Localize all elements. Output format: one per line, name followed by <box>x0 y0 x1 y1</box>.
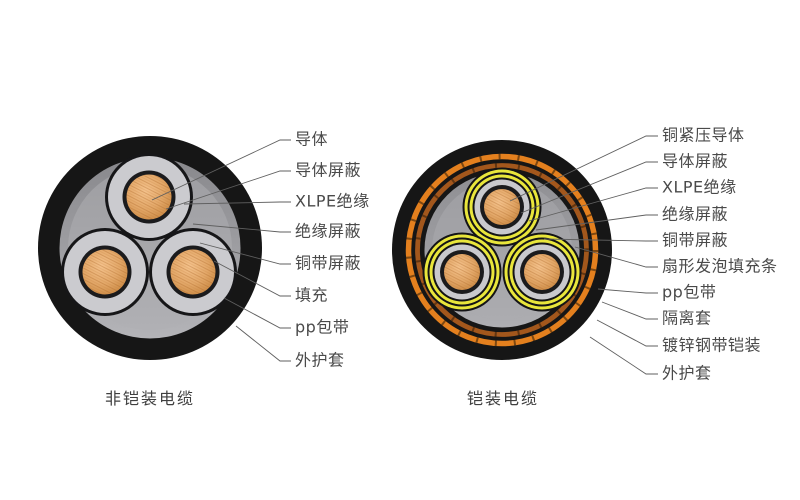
armored-label-conductor-shield: 导体屏蔽 <box>662 152 728 171</box>
leader-line <box>183 201 291 205</box>
armored-leader-lines <box>509 135 658 375</box>
copper-texture <box>444 254 480 290</box>
leader-line <box>589 336 658 375</box>
leader-line <box>223 297 291 329</box>
unarmored-label-pp-tape: pp包带 <box>295 318 349 337</box>
armored-core-bottom-left <box>422 232 502 312</box>
leader-line <box>528 187 658 222</box>
armored-label-sector-foam-filler-strip: 扇形发泡填充条 <box>662 257 778 276</box>
leader-line <box>520 161 658 214</box>
armored-label-galvanized-steel-tape-armor: 镀锌钢带铠装 <box>662 336 761 355</box>
leader-line <box>192 223 291 233</box>
unarmored-label-filler: 填充 <box>295 286 328 305</box>
armored-core-bottom-right <box>502 232 582 312</box>
copper-texture <box>126 174 172 220</box>
leader-line <box>509 135 658 202</box>
armored-label-separation-sleeve: 隔离套 <box>662 309 712 328</box>
armored-label-xlpe-insulation: XLPE绝缘 <box>662 178 737 197</box>
armored-label-pp-tape: pp包带 <box>662 283 716 302</box>
leader-line <box>199 242 291 265</box>
unarmored-cable-caption: 非铠装电缆 <box>105 389 195 408</box>
unarmored-label-copper-tape-shield: 铜带屏蔽 <box>295 254 361 273</box>
copper-texture <box>524 254 560 290</box>
unarmored-label-xlpe-insulation: XLPE绝缘 <box>295 192 370 211</box>
unarmored-label-insulation-shield: 绝缘屏蔽 <box>295 222 361 241</box>
leader-line <box>596 319 658 347</box>
leader-line <box>597 288 658 294</box>
copper-texture <box>82 249 128 295</box>
leader-line <box>535 214 658 231</box>
copper-texture <box>170 249 216 295</box>
leader-line <box>543 238 658 242</box>
armored-label-compressed-copper-conductor: 铜紧压导体 <box>662 126 745 145</box>
armor-ring-ticks <box>405 153 599 347</box>
leader-line <box>235 325 291 362</box>
unarmored-label-conductor: 导体 <box>295 130 328 149</box>
unarmored-labels: 导体 导体屏蔽 XLPE绝缘 绝缘屏蔽 铜带屏蔽 填充 pp包带 外护套 <box>295 130 370 370</box>
armored-labels: 铜紧压导体 导体屏蔽 XLPE绝缘 绝缘屏蔽 铜带屏蔽 扇形发泡填充条 pp包带… <box>662 126 778 383</box>
copper-texture <box>484 189 520 225</box>
unarmored-cable-diagram <box>38 136 262 360</box>
leader-line <box>165 170 291 210</box>
unarmored-label-outer-sheath: 外护套 <box>295 351 345 370</box>
leader-line <box>213 260 291 297</box>
armored-label-insulation-shield: 绝缘屏蔽 <box>662 205 728 224</box>
leader-line <box>151 139 291 201</box>
armored-label-outer-sheath: 外护套 <box>662 364 712 383</box>
unarmored-core-top <box>105 153 193 241</box>
leader-line <box>574 246 658 268</box>
armored-cable-diagram <box>392 140 612 360</box>
leader-line <box>601 301 658 320</box>
unarmored-core-bottom-right <box>149 228 237 316</box>
armored-cable-caption: 铠装电缆 <box>467 389 539 408</box>
armored-core-top <box>462 167 542 247</box>
unarmored-leader-lines <box>151 139 291 362</box>
armored-label-copper-tape-shield: 铜带屏蔽 <box>662 231 728 250</box>
unarmored-label-conductor-shield: 导体屏蔽 <box>295 161 361 180</box>
unarmored-core-bottom-left <box>61 228 149 316</box>
